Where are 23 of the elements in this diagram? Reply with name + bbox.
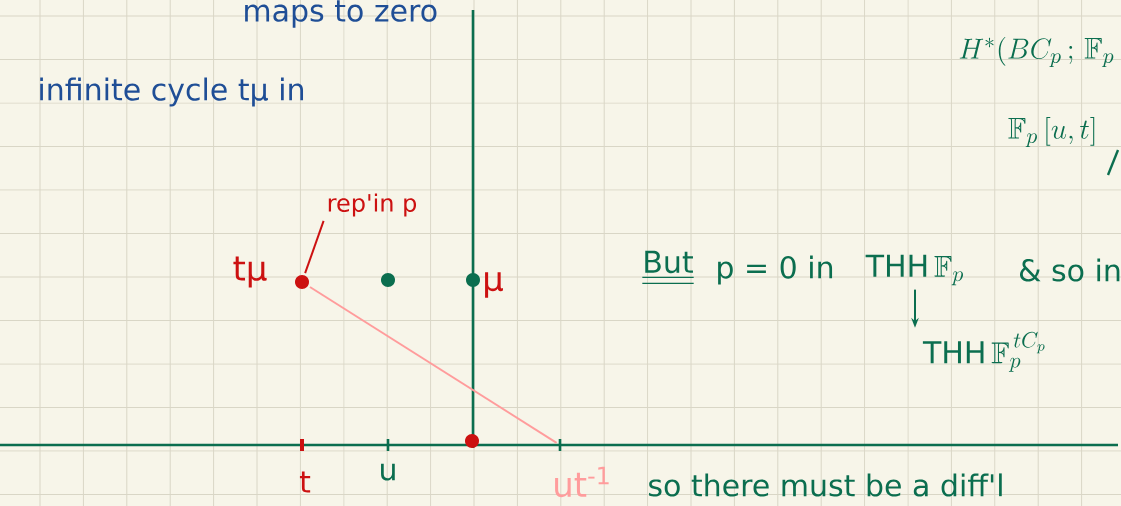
formula: $H^{*}(BC_p\,;\,\mathbb{F}_p$ [959, 36, 1114, 68]
line [308, 286, 558, 444]
point-label: μ [485, 272, 503, 298]
handwritten-text: u [381, 463, 395, 481]
underlined-word: But [641, 250, 695, 284]
handwritten-text: p = 0 in [718, 255, 833, 285]
handwritten-text: & so in [1020, 258, 1120, 282]
tick-mark [558, 439, 562, 451]
dot [295, 275, 309, 289]
dot [465, 434, 479, 448]
handwritten-text: maps to zero [245, 0, 437, 28]
formula: $\mathbb{F}_p\,[u,t]$ [1008, 116, 1095, 148]
dot [466, 273, 480, 287]
annotation-text: rep'in p [328, 193, 416, 217]
point-label: tμ [233, 256, 267, 288]
handwritten-text: infinite cycle tμ in [40, 77, 303, 107]
point-label: ut$^{-1}$ [555, 466, 609, 498]
handwritten-text: so there must be a diff'l [649, 473, 1002, 497]
handwritten-text: t [299, 471, 311, 493]
handwritten-formula: $\mathrm{THH}\,\mathbb{F}_p^{\,tC_p}$ [922, 331, 1045, 372]
handwritten-formula: $\mathrm{THH}\,\mathbb{F}_p$ [865, 254, 963, 286]
dot [381, 273, 395, 287]
leader-line [304, 219, 325, 275]
